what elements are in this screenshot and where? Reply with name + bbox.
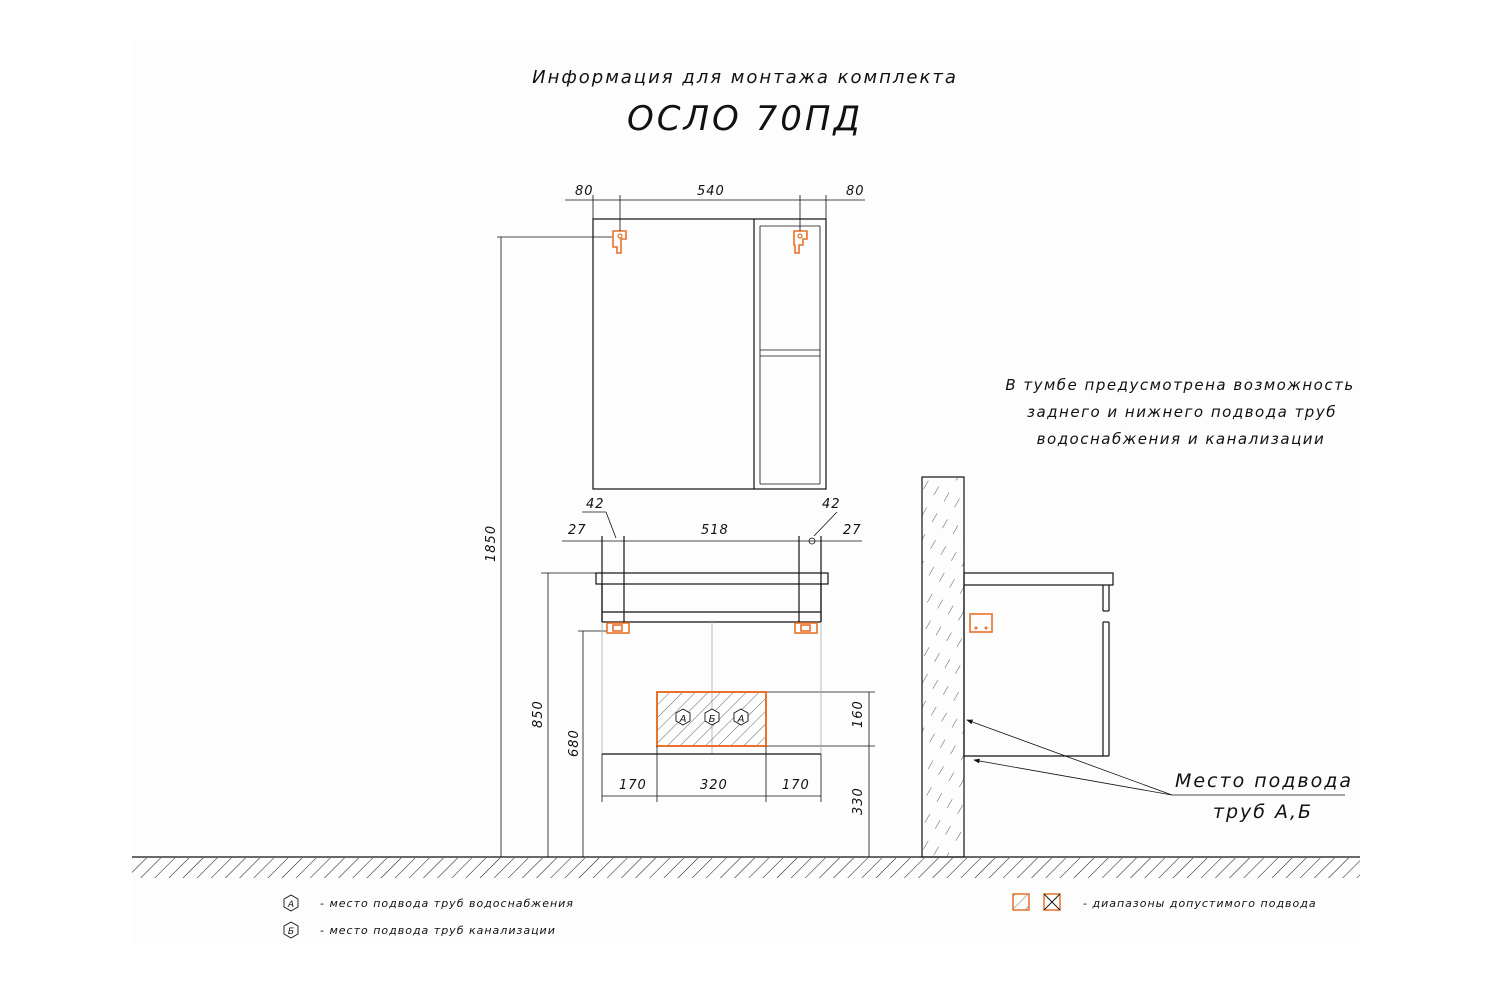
legend-hatch-zone-icon [1012,893,1030,911]
note-cabinet-line1: В тумбе предусмотрена возможность [1005,376,1354,394]
dim-zone-right-margin: 170 [782,778,810,793]
legend-marker-b-icon: Б [283,921,299,939]
vanity-side-view [963,572,1114,757]
mirror-dimension-lines [565,195,865,231]
note-cabinet-line2: заднего и нижнего подвода труб [1027,403,1337,421]
dim-vanity-height: 850 [531,700,546,728]
dim-pipe-spacing: 518 [701,523,729,538]
note-pipes-line2: труб А,Б [1213,801,1313,823]
marker-a-right: А [733,708,749,726]
marker-b-center: Б [704,708,720,726]
dim-sink-height: 680 [567,729,582,757]
vanity-dimension-lines [582,511,838,545]
note-pipes-line1: Место подвода [1175,770,1353,792]
dim-zone-height: 160 [851,700,866,728]
dim-zone-left-margin: 170 [619,778,647,793]
bracket-left-icon [606,622,630,634]
vanity-front [562,536,862,755]
mirror-cabinet [592,218,827,490]
dim-mirror-right: 80 [846,184,865,199]
pipe-leader-lines [966,719,1345,796]
dim-total-height: 1850 [484,525,499,562]
side-bracket-icon [969,613,993,633]
legend-cross-zone-icon [1043,893,1061,911]
dim-side-right: 27 [843,523,862,538]
floor [132,856,1360,878]
dim-zone-bottom: 330 [851,787,866,815]
dim-zone-width: 320 [700,778,728,793]
hook-right-icon [793,230,808,254]
wall-section [921,476,965,858]
note-cabinet-line3: водоснабжения и канализации [1037,430,1326,448]
height-dimension-lines [497,236,875,857]
svg-text:Б: Б [288,927,294,937]
legend-a-text: - место подвода труб водоснабжения [320,897,574,910]
svg-text:А: А [679,714,687,725]
svg-text:А: А [287,900,294,910]
drawing-panel [132,40,1360,945]
title-line2: ОСЛО 70ПД [627,99,863,139]
legend-zone-text: - диапазоны допустимого подвода [1083,897,1317,910]
zone-dimension-lines [601,746,822,802]
title-line1: Информация для монтажа комплекта [532,67,958,88]
svg-text:А: А [737,714,745,725]
dim-pipe-right-offset: 42 [822,497,841,512]
dim-mirror-width: 540 [697,184,725,199]
svg-text:Б: Б [709,714,716,725]
legend-b-text: - место подвода труб канализации [320,924,556,937]
dim-mirror-left: 80 [575,184,594,199]
dim-pipe-left-offset: 42 [586,497,605,512]
bracket-right-icon [794,622,818,634]
marker-a-left: А [675,708,691,726]
dim-side-left: 27 [568,523,587,538]
hook-left-icon [612,230,627,254]
legend-marker-a-icon: А [283,894,299,912]
